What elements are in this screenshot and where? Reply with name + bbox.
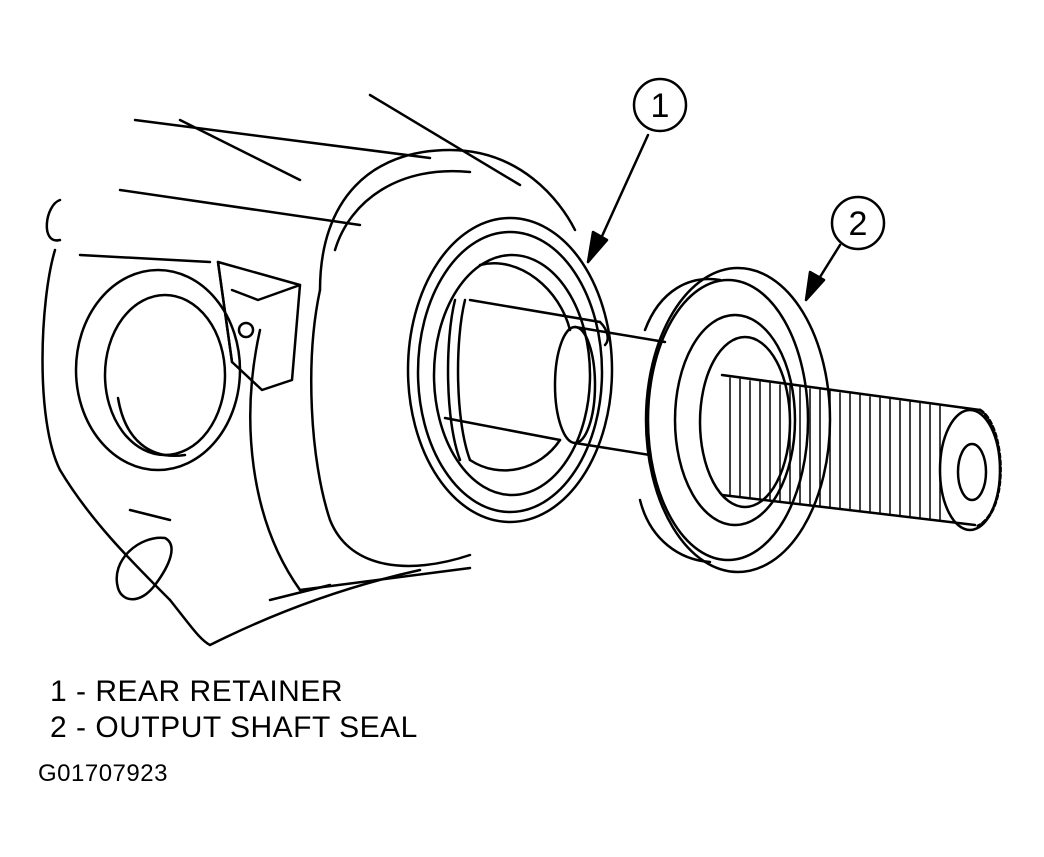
output-shaft-seal — [638, 266, 832, 574]
callout-2-leader — [804, 243, 842, 302]
output-shaft — [443, 298, 667, 457]
callout-2-number: 2 — [849, 205, 868, 243]
legend-item: 2 - OUTPUT SHAFT SEAL — [50, 711, 418, 744]
legend: 1 - REAR RETAINER 2 - OUTPUT SHAFT SEAL — [50, 674, 418, 746]
legend-item-label: REAR RETAINER — [95, 675, 344, 708]
callout-1-leader — [586, 133, 650, 264]
legend-item-number: 1 — [50, 675, 68, 708]
exploded-diagram: 1 2 — [41, 77, 1002, 647]
legend-item-label: OUTPUT SHAFT SEAL — [95, 711, 418, 744]
callout-2-marker: 2 — [830, 195, 886, 251]
transmission-case — [41, 93, 522, 647]
callout-1-number: 1 — [651, 87, 670, 125]
figure-id: G01707923 — [38, 760, 168, 787]
splined-shaft-end — [720, 373, 1002, 532]
legend-item-number: 2 — [50, 711, 68, 744]
callout-1-marker: 1 — [632, 77, 688, 133]
rear-retainer — [310, 148, 614, 568]
legend-item: 1 - REAR RETAINER — [50, 675, 344, 708]
